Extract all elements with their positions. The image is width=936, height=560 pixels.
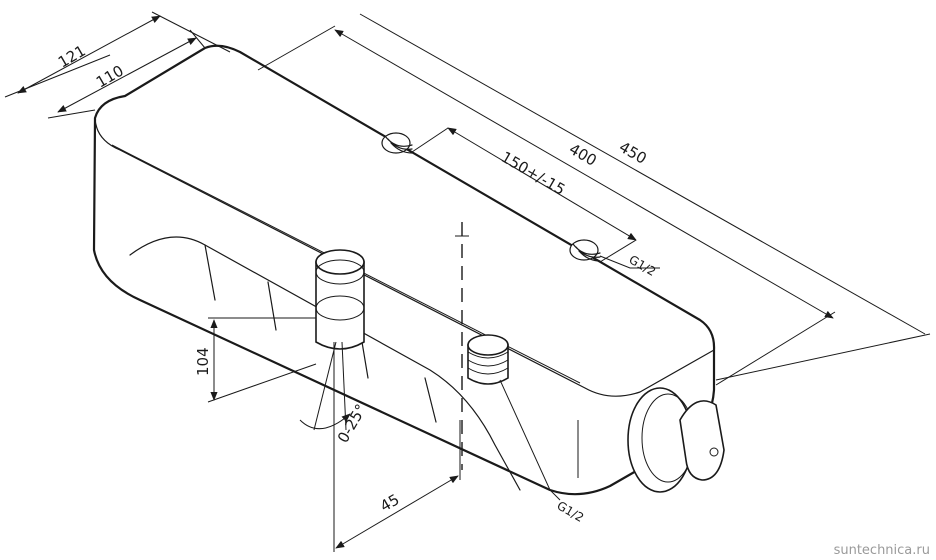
dimension-110 (47, 29, 206, 119)
label-104: 104 (194, 347, 212, 376)
top-thread-outlet-right (569, 239, 601, 262)
dimension-45 (333, 342, 461, 552)
thread-leaders (499, 255, 660, 501)
right-valve-cylinder (467, 334, 509, 385)
dimension-104 (207, 317, 317, 403)
end-cap-handle (627, 387, 725, 493)
angle-indicator (299, 341, 351, 431)
label-thread-top: G1/2 (627, 252, 659, 278)
label-450: 450 (616, 138, 650, 168)
label-150: 150+/-15 (498, 148, 568, 199)
label-110: 110 (93, 62, 127, 92)
label-121: 121 (55, 42, 89, 72)
label-thread-bottom: G1/2 (555, 498, 587, 524)
label-angle: 0-25° (334, 401, 370, 446)
dimension-450 (359, 13, 931, 381)
mixer-body (92, 44, 716, 496)
label-400: 400 (566, 140, 600, 170)
centerline (455, 222, 469, 470)
label-45: 45 (377, 490, 403, 515)
watermark: suntechnica.ru (833, 543, 930, 558)
left-valve-cylinder (315, 249, 365, 350)
